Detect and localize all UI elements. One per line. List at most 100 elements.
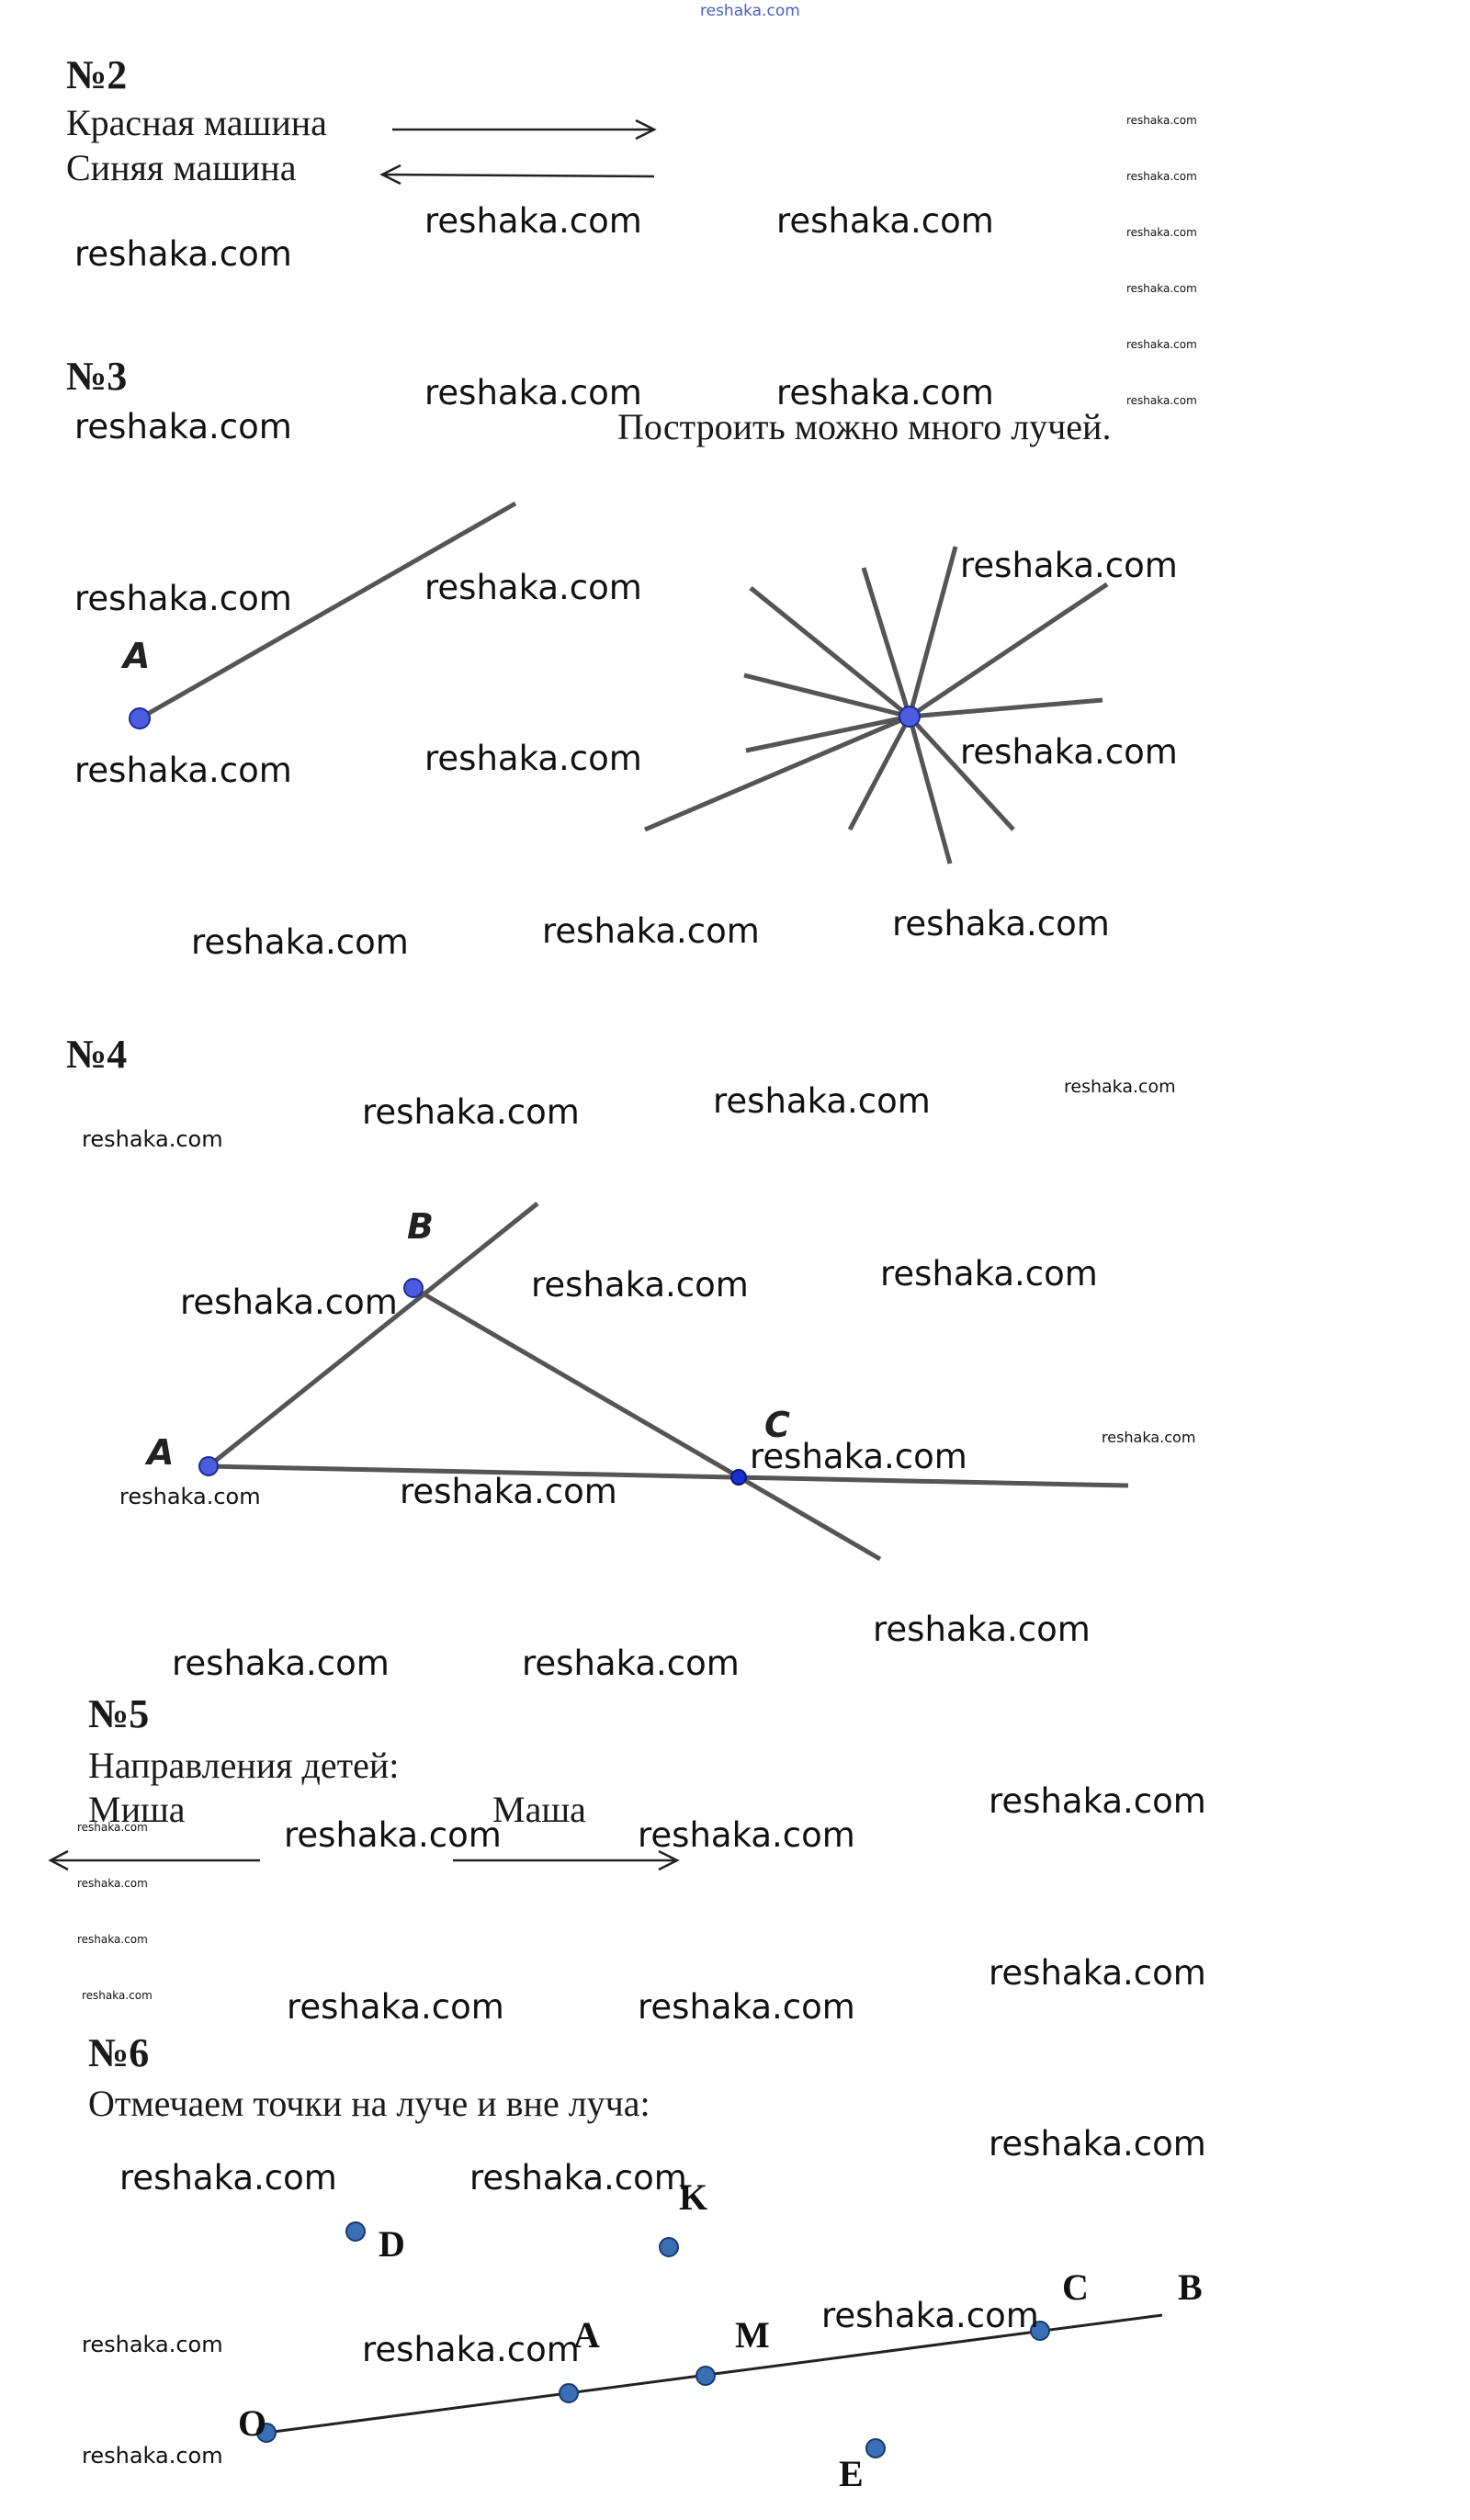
point-a-dot	[129, 707, 151, 729]
point-a-dot	[559, 2383, 579, 2403]
watermark: reshaka.com	[191, 922, 409, 962]
task5-misha-label: Миша	[88, 1789, 186, 1830]
watermark: reshaka.com	[119, 2158, 337, 2198]
watermark: reshaka.com	[960, 732, 1178, 772]
watermark: reshaka.com	[400, 1472, 617, 1511]
watermark: reshaka.com	[469, 2158, 687, 2198]
point-d-dot	[345, 2221, 366, 2242]
task4-triangle	[198, 1202, 1129, 1562]
blue-car-arrow	[379, 164, 655, 186]
watermark: reshaka.com	[750, 1437, 967, 1476]
watermark: reshaka.com	[74, 751, 292, 790]
task3-rays	[129, 501, 1109, 864]
watermark: reshaka.com	[82, 2332, 223, 2357]
watermark: reshaka.com	[821, 2296, 1039, 2335]
watermark: reshaka.com	[1126, 338, 1197, 351]
watermark: reshaka.com	[873, 1610, 1091, 1649]
point-c-dot	[1030, 2321, 1050, 2341]
point-a-dot	[198, 1456, 219, 1476]
task2-blue-car-label: Синяя машина	[66, 147, 297, 188]
watermark: reshaka.com	[776, 373, 994, 412]
site-link[interactable]: reshaka.com	[700, 2, 800, 20]
watermark: reshaka.com	[284, 1815, 502, 1855]
ray-bundle	[644, 546, 1109, 864]
ray-from-a	[138, 501, 517, 721]
watermark: reshaka.com	[82, 2443, 223, 2469]
ray-bc	[412, 1285, 882, 1562]
point-b-dot	[403, 1278, 424, 1298]
task3-point-a-label: A	[123, 636, 151, 676]
task6-point-d-label: D	[379, 2223, 405, 2265]
watermark: reshaka.com	[989, 2124, 1206, 2164]
watermark: reshaka.com	[522, 1644, 740, 1683]
task5-heading: Направления детей:	[88, 1745, 400, 1786]
point-m-dot	[695, 2366, 716, 2386]
watermark: reshaka.com	[542, 911, 760, 951]
task4-point-b-label: B	[407, 1206, 434, 1247]
task4-number: №4	[66, 1032, 128, 1077]
watermark: reshaka.com	[1126, 394, 1197, 407]
task6-point-c-label: C	[1062, 2266, 1089, 2308]
watermark: reshaka.com	[776, 201, 994, 241]
watermark: reshaka.com	[989, 1781, 1206, 1821]
task3-number: №3	[66, 354, 128, 399]
watermark: reshaka.com	[74, 579, 292, 618]
point-o-dot	[256, 2423, 277, 2443]
task5-number: №5	[88, 1691, 150, 1736]
masha-arrow	[453, 1849, 680, 1871]
task6-heading: Отмечаем точки на луче и вне луча:	[88, 2083, 650, 2124]
watermark: reshaka.com	[82, 1126, 223, 1152]
ray-ab	[207, 1202, 539, 1468]
watermark: reshaka.com	[713, 1081, 931, 1121]
ray-ac	[208, 1463, 1129, 1488]
task4-point-a-label: A	[147, 1432, 175, 1473]
task6-point-m-label: M	[735, 2314, 770, 2356]
task4-point-c-label: C	[764, 1405, 790, 1445]
watermark: reshaka.com	[172, 1644, 390, 1683]
watermark: reshaka.com	[180, 1283, 398, 1322]
watermark: reshaka.com	[1102, 1429, 1196, 1446]
watermark: reshaka.com	[960, 546, 1178, 585]
watermark: reshaka.com	[77, 1933, 148, 1946]
watermark: reshaka.com	[892, 904, 1110, 944]
watermark: reshaka.com	[362, 1092, 580, 1132]
watermark: reshaka.com	[989, 1953, 1206, 1993]
red-car-arrow	[392, 119, 657, 141]
watermark: reshaka.com	[77, 1821, 148, 1834]
misha-arrow	[48, 1849, 260, 1871]
task6-number: №6	[88, 2030, 150, 2075]
watermark: reshaka.com	[1126, 282, 1197, 295]
task6-point-o-label: O	[238, 2402, 267, 2444]
watermark: reshaka.com	[424, 201, 642, 241]
watermark: reshaka.com	[74, 234, 292, 274]
watermark: reshaka.com	[424, 373, 642, 412]
point-c-dot	[730, 1469, 747, 1486]
task2-number: №2	[66, 52, 128, 97]
watermark: reshaka.com	[77, 1877, 148, 1890]
task2-arrows	[379, 119, 657, 186]
watermark: reshaka.com	[424, 739, 642, 778]
task5-masha-label: Маша	[492, 1789, 586, 1830]
task2-red-car-label: Красная машина	[66, 102, 327, 143]
watermark: reshaka.com	[638, 1815, 855, 1855]
watermark: reshaka.com	[880, 1254, 1098, 1294]
watermark: reshaka.com	[362, 2330, 580, 2369]
watermark: reshaka.com	[531, 1265, 749, 1305]
point-e-dot	[865, 2438, 886, 2458]
task3-note: Построить можно много лучей.	[617, 406, 1112, 447]
bundle-center-dot	[899, 706, 921, 728]
task6-point-e-label: E	[839, 2453, 864, 2494]
task6-point-k-label: K	[679, 2176, 708, 2218]
watermark: reshaka.com	[638, 1987, 855, 2027]
watermark: reshaka.com	[1126, 226, 1197, 239]
watermark: reshaka.com	[1126, 170, 1197, 183]
watermark: reshaka.com	[74, 407, 292, 446]
watermark: reshaka.com	[82, 1989, 153, 2002]
watermark: reshaka.com	[1126, 114, 1197, 127]
task6-point-a-label: A	[573, 2314, 600, 2356]
watermark: reshaka.com	[1064, 1077, 1176, 1097]
task6-point-b-label: B	[1178, 2266, 1203, 2308]
watermark: reshaka.com	[119, 1484, 261, 1509]
